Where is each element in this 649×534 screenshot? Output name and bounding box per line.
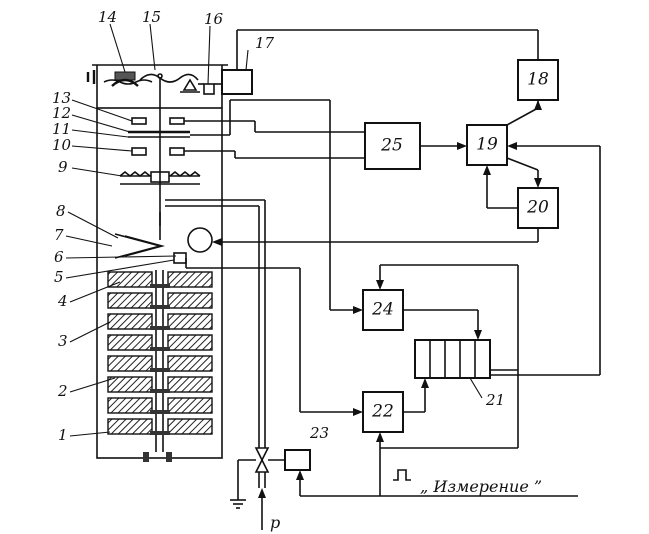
connection-wires xyxy=(184,29,601,497)
svg-text:21: 21 xyxy=(485,391,505,409)
svg-text:20: 20 xyxy=(526,198,549,218)
measurement-label: „ Измерение ” xyxy=(420,477,542,496)
callout-1: 1 xyxy=(58,426,68,444)
bellows xyxy=(119,170,201,185)
svg-text:24: 24 xyxy=(371,300,394,320)
callout-3: 3 xyxy=(58,332,68,350)
callout-11: 11 xyxy=(52,120,71,138)
suspension-assembly xyxy=(86,70,215,95)
electrode-stack xyxy=(107,271,213,462)
callout-9: 9 xyxy=(58,158,68,176)
sensor-plates xyxy=(128,117,190,156)
block-17: 17 xyxy=(221,34,275,95)
svg-text:23: 23 xyxy=(309,424,329,442)
block-21-register: 21 xyxy=(414,339,505,409)
block-18: 18 xyxy=(517,59,559,101)
block-24: 24 xyxy=(362,289,404,331)
callout-15: 15 xyxy=(142,8,161,26)
callout-6: 6 xyxy=(54,248,64,266)
svg-text:17: 17 xyxy=(255,34,275,52)
callout-8: 8 xyxy=(56,202,66,220)
mirror-and-light xyxy=(114,212,213,264)
svg-text:22: 22 xyxy=(371,402,394,422)
svg-text:18: 18 xyxy=(527,70,549,90)
svg-text:25: 25 xyxy=(380,136,403,156)
callout-7: 7 xyxy=(54,226,64,244)
block-20: 20 xyxy=(517,187,559,229)
pressure-label: p xyxy=(270,513,280,532)
callout-14: 14 xyxy=(98,8,117,26)
callout-5: 5 xyxy=(54,268,64,286)
block-19: 19 xyxy=(466,124,508,166)
callout-13: 13 xyxy=(52,89,71,107)
callout-labels: 1 2 3 4 5 6 7 8 9 10 11 12 13 14 15 16 xyxy=(52,8,224,444)
callout-2: 2 xyxy=(57,382,68,400)
callout-10: 10 xyxy=(52,136,72,154)
callout-16: 16 xyxy=(204,10,224,28)
callout-4: 4 xyxy=(57,292,68,310)
block-23: 23 xyxy=(284,424,329,471)
central-shaft xyxy=(155,78,164,452)
leader-lines xyxy=(65,23,483,437)
svg-text:19: 19 xyxy=(476,135,498,155)
block-22: 22 xyxy=(362,391,404,433)
callout-12: 12 xyxy=(52,104,71,122)
block-25: 25 xyxy=(364,122,421,170)
